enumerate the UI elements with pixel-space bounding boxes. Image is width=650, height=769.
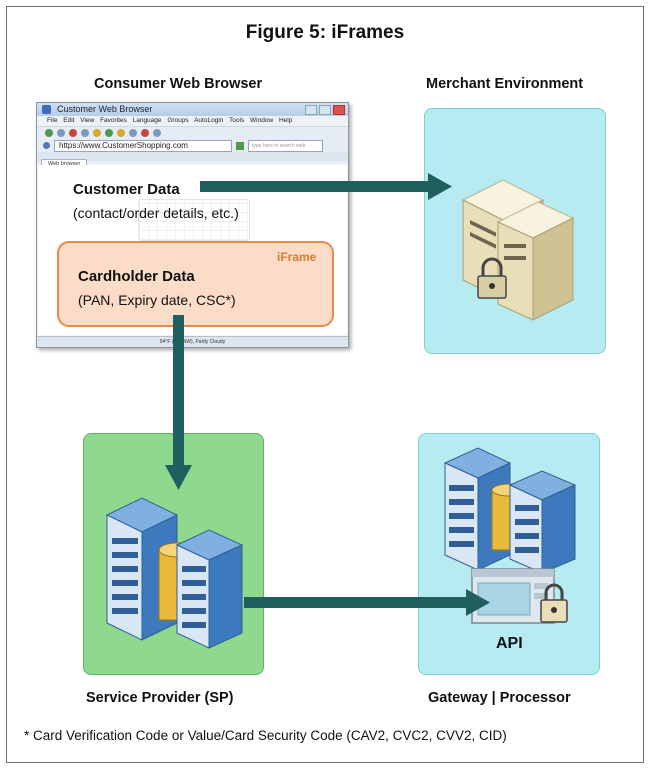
browser-app-icon (42, 105, 51, 114)
browser-address-bar: https://www.CustomerShopping.com type he… (37, 139, 348, 152)
forward-icon[interactable] (57, 129, 65, 137)
window-controls (305, 105, 345, 115)
browser-toolbar (37, 126, 348, 139)
browser-window-title: Customer Web Browser (57, 104, 153, 114)
search-icon[interactable] (153, 129, 161, 137)
cardholder-data-title: Cardholder Data (78, 268, 195, 285)
refresh-icon[interactable] (81, 129, 89, 137)
gw-server-rack-2-icon (508, 470, 577, 574)
stop-icon[interactable] (69, 129, 77, 137)
iframe-box (57, 241, 334, 327)
footnote: * Card Verification Code or Value/Card S… (24, 728, 507, 743)
api-label: API (496, 635, 523, 652)
merchant-server-icon (461, 179, 575, 321)
customer-data-subtitle: (contact/order details, etc.) (73, 205, 239, 221)
back-icon[interactable] (45, 129, 53, 137)
favorites-icon[interactable] (93, 129, 101, 137)
shopping-cart-watermark (138, 199, 250, 241)
customer-data-title: Customer Data (73, 181, 180, 198)
url-input[interactable]: https://www.CustomerShopping.com (54, 139, 232, 152)
merchant-lock-icon (477, 257, 507, 299)
arrow-customer-to-merchant (200, 173, 452, 200)
api-window-icon (471, 568, 568, 624)
web-search-input[interactable]: type here to search web (248, 139, 323, 152)
browser-statusbar: 94°F (75°-NW), Partly Cloudy (37, 336, 348, 347)
heart-icon[interactable] (141, 129, 149, 137)
service-provider-servers-icon (105, 497, 244, 649)
tab-web-browser[interactable]: Web browser (41, 159, 88, 169)
arrow-sp-to-gateway (244, 589, 490, 616)
browser-tab-row: Web browser (37, 152, 348, 169)
iframe-tag: iFrame (277, 250, 317, 264)
minimize-icon[interactable] (305, 105, 317, 115)
sp-server-rack-2-icon (175, 529, 244, 649)
service-provider-label: Service Provider (SP) (86, 690, 234, 706)
figure-title: Figure 5: iFrames (245, 22, 405, 43)
go-icon[interactable] (236, 141, 244, 150)
tools-icon[interactable] (129, 129, 137, 137)
browser-titlebar: Customer Web Browser (37, 103, 348, 116)
merchant-heading: Merchant Environment (426, 76, 584, 92)
history-icon[interactable] (105, 129, 113, 137)
api-lock-icon (540, 583, 568, 623)
close-icon[interactable] (333, 105, 345, 115)
gateway-servers-icon (443, 447, 577, 574)
cardholder-data-subtitle: (PAN, Expiry date, CSC*) (78, 292, 236, 308)
browser-heading: Consumer Web Browser (94, 76, 263, 92)
maximize-icon[interactable] (319, 105, 331, 115)
folder-icon[interactable] (117, 129, 125, 137)
arrow-iframe-to-service-provider (165, 315, 192, 490)
browser-menubar[interactable]: File Edit View Favorites Language Groups… (37, 116, 348, 126)
gateway-processor-label: Gateway | Processor (428, 690, 571, 706)
page-icon (43, 142, 50, 149)
